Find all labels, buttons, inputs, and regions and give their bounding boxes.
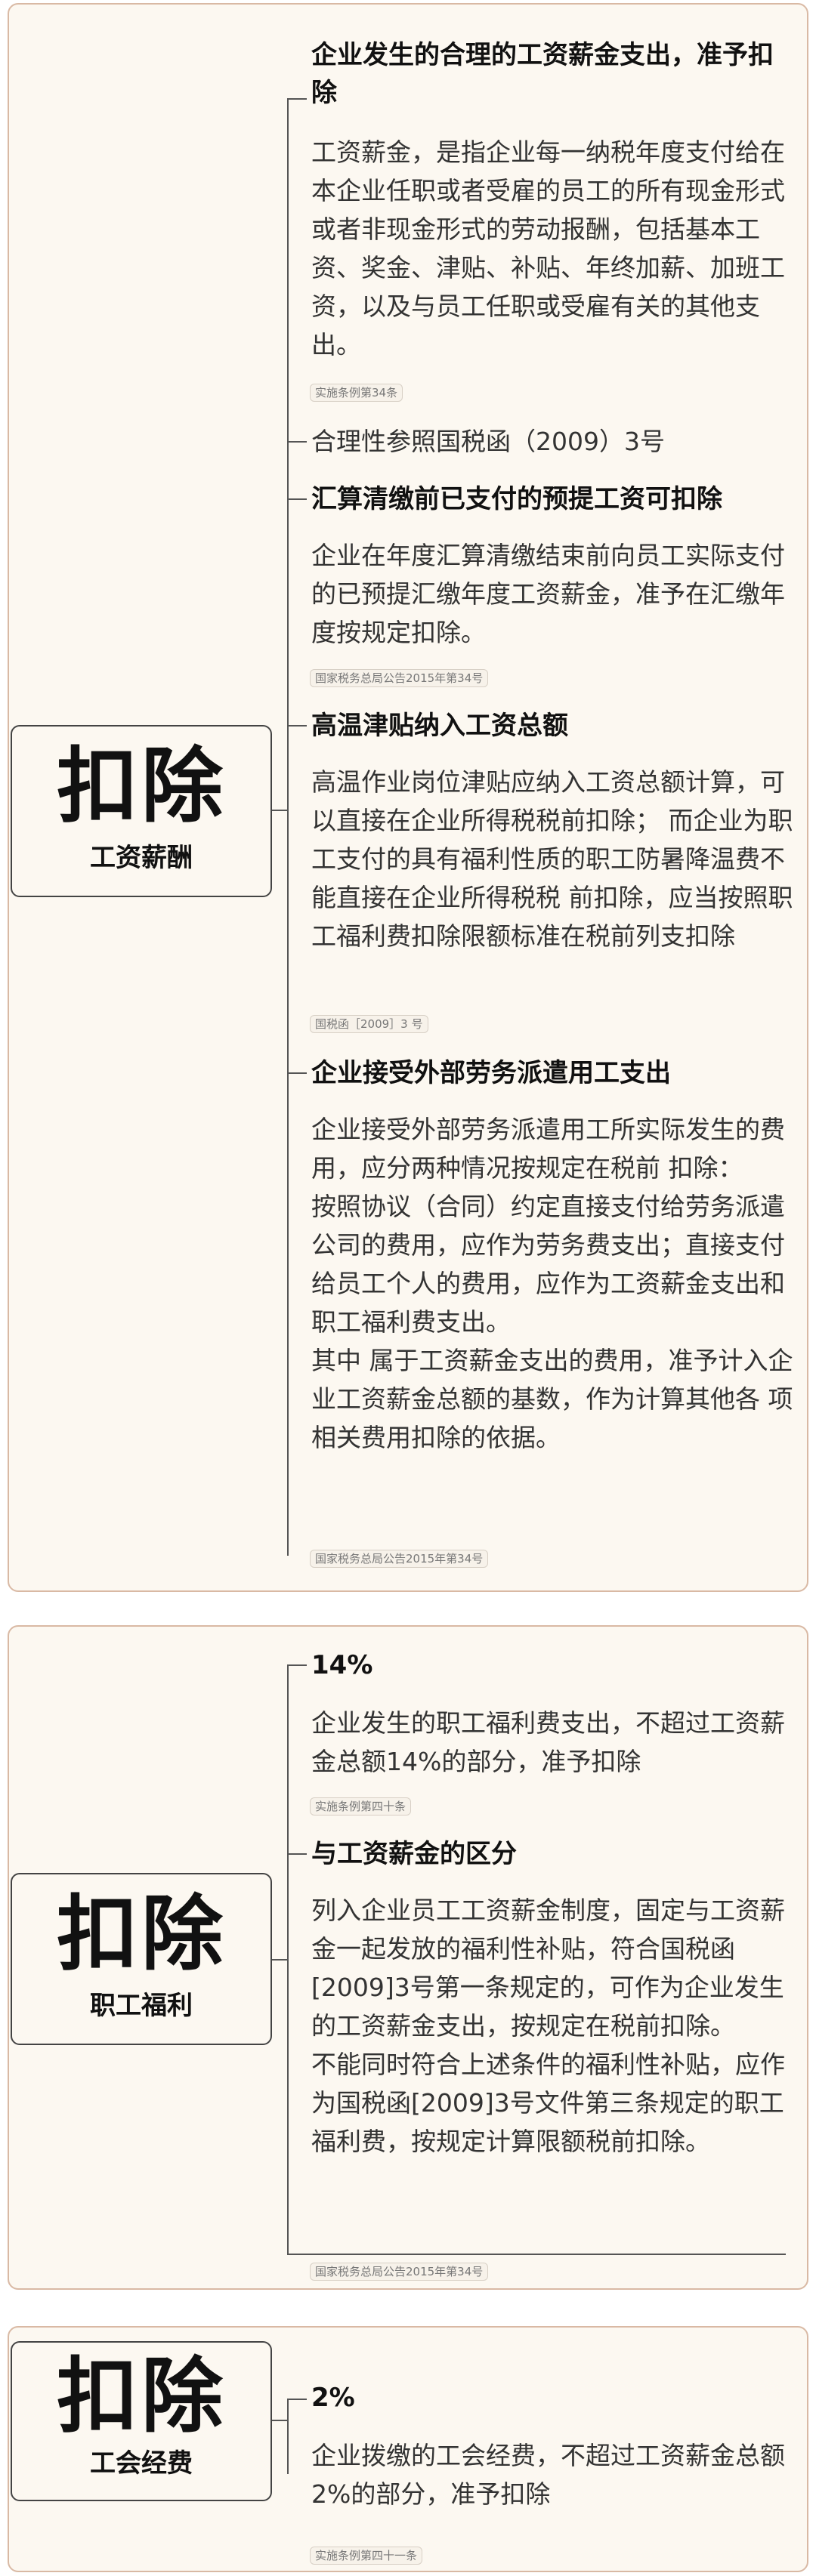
item-body: 企业在年度汇算清缴结束前向员工实际支付的已预提汇缴年度工资薪金，准予在汇缴年度按…	[311, 541, 785, 647]
connector	[287, 2399, 289, 2474]
connector	[287, 98, 307, 100]
source-tag: 国家税务总局公告2015年第34号	[310, 669, 489, 687]
connector	[287, 1664, 307, 1666]
connector	[287, 2254, 786, 2255]
source-tag: 实施条例第34条	[310, 384, 403, 402]
source-tag: 实施条例第四十条	[310, 1797, 412, 1816]
source-tag: 国家税务总局公告2015年第34号	[310, 2263, 489, 2281]
item-body: 企业接受外部劳务派遣用工所实际发生的费用，应分两种情况按规定在税前 扣除： 按照…	[311, 1115, 793, 1452]
node-union[interactable]: 扣除 工会经费	[11, 2341, 272, 2501]
node-title: 扣除	[56, 2349, 226, 2444]
item-plain: 合理性参照国税函（2009）3号	[311, 427, 665, 456]
connector	[287, 725, 307, 727]
source-tag: 国家税务总局公告2015年第34号	[310, 1550, 489, 1568]
connector	[287, 2399, 307, 2400]
source-tag: 实施条例第四十一条	[310, 2547, 423, 2565]
item-body: 企业拨缴的工会经费，不超过工资薪金总额2%的部分，准予扣除	[311, 2441, 785, 2509]
node-subtitle: 工会经费	[90, 2448, 193, 2479]
connector	[287, 498, 307, 500]
node-wages[interactable]: 扣除 工资薪酬	[11, 725, 272, 897]
connector	[287, 1664, 289, 2254]
connector	[287, 441, 307, 443]
item-heading: 高温津贴纳入工资总额	[311, 711, 568, 741]
connector	[272, 810, 287, 811]
source-tag: 国税函［2009］3 号	[310, 1015, 428, 1033]
connector	[287, 1072, 307, 1074]
connector	[272, 2420, 287, 2421]
item-body: 列入企业员工工资薪金制度，固定与工资薪金一起发放的福利性补贴，符合国税函[200…	[311, 1896, 785, 2156]
item-heading: 与工资薪金的区分	[311, 1839, 517, 1869]
connector	[287, 98, 289, 1556]
item-heading: 汇算清缴前已支付的预提工资可扣除	[311, 484, 722, 514]
item-heading: 企业发生的合理的工资薪金支出，准予扣除	[311, 40, 774, 108]
node-title: 扣除	[56, 739, 226, 834]
item-body: 工资薪金，是指企业每一纳税年度支付给在本企业任职或者受雇的员工的所有现金形式或者…	[311, 137, 785, 359]
node-subtitle: 工资薪酬	[90, 843, 193, 873]
node-subtitle: 职工福利	[90, 1991, 193, 2021]
connector	[272, 1959, 287, 1961]
item-body: 高温作业岗位津贴应纳入工资总额计算，可以直接在企业所得税税前扣除； 而企业为职工…	[311, 767, 793, 951]
item-heading: 14%	[311, 1650, 373, 1680]
node-welfare[interactable]: 扣除 职工福利	[11, 1873, 272, 2045]
connector	[287, 1853, 307, 1855]
node-title: 扣除	[56, 1887, 226, 1982]
item-heading: 企业接受外部劳务派遣用工支出	[311, 1058, 671, 1088]
item-heading: 2%	[311, 2383, 355, 2413]
item-body: 企业发生的职工福利费支出，不超过工资薪金总额14%的部分，准予扣除	[311, 1708, 785, 1776]
